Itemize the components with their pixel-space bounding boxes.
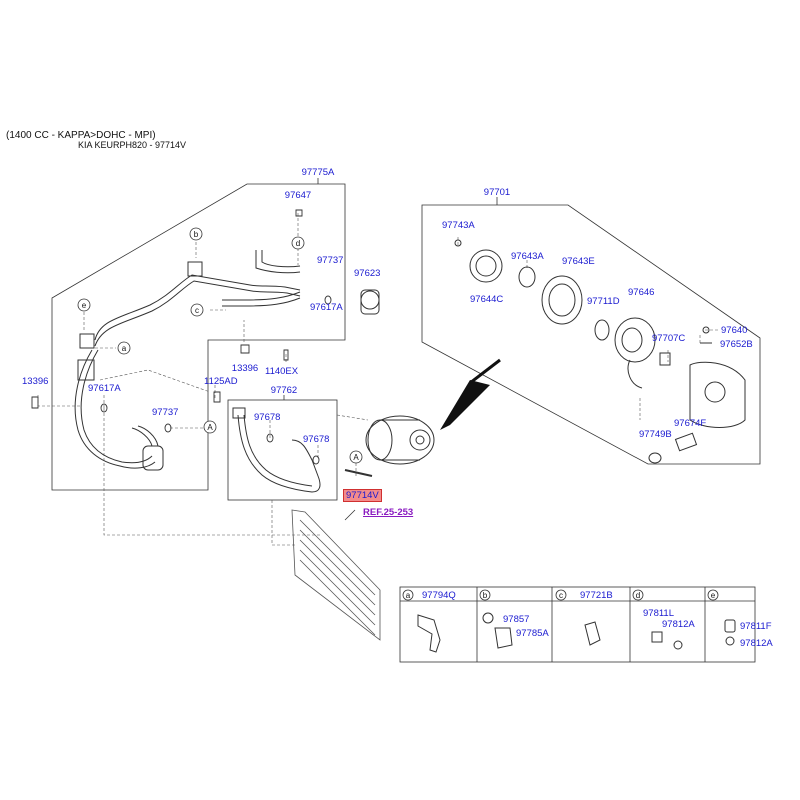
table-part-97811L[interactable]: 97811L — [643, 608, 674, 619]
callout-97647[interactable]: 97647 — [284, 190, 312, 201]
table-letter-d: d — [635, 591, 641, 600]
frame-97775A — [51, 183, 346, 491]
bubble-a-circle — [117, 341, 131, 355]
condenser — [291, 509, 381, 641]
hose-assembly-97775A — [74, 250, 380, 471]
callout-arrow — [440, 380, 490, 430]
callout-97678-b[interactable]: 97678 — [303, 434, 330, 445]
callout-97714V-highlighted[interactable]: 97714V — [343, 489, 382, 502]
table-part-97721B[interactable]: 97721B — [580, 590, 613, 601]
bubble-b[interactable]: b — [193, 230, 199, 239]
callout-1125AD[interactable]: 1125AD — [204, 376, 238, 387]
callout-97617A-top[interactable]: 97617A — [310, 302, 343, 313]
callout-97701[interactable]: 97701 — [483, 187, 511, 198]
fasteners — [31, 209, 373, 477]
table-letter-a: a — [405, 591, 411, 600]
bubble-a[interactable]: a — [121, 344, 127, 353]
detail-parts — [417, 612, 736, 653]
table-part-97857[interactable]: 97857 — [503, 614, 530, 625]
callout-1140EX[interactable]: 1140EX — [265, 366, 299, 377]
callout-97617A-left[interactable]: 97617A — [88, 383, 121, 394]
clutch-parts — [454, 239, 746, 464]
bubble-d[interactable]: d — [295, 239, 301, 248]
table-part-97812A-d[interactable]: 97812A — [662, 619, 695, 630]
callout-97707C[interactable]: 97707C — [652, 333, 686, 344]
callout-97646[interactable]: 97646 — [628, 287, 655, 298]
callout-97743A[interactable]: 97743A — [442, 220, 475, 231]
frame-97762 — [227, 399, 338, 501]
bubble-c[interactable]: c — [195, 306, 199, 315]
callout-97652B[interactable]: 97652B — [720, 339, 753, 350]
callout-97737-top[interactable]: 97737 — [317, 255, 344, 266]
bubble-A-right[interactable]: A — [353, 453, 359, 462]
callout-97644C[interactable]: 97644C — [470, 294, 504, 305]
bubble-e-circle — [77, 298, 91, 312]
callout-97749B[interactable]: 97749B — [639, 429, 672, 440]
callout-13396-left[interactable]: 13396 — [22, 376, 49, 387]
bubble-A-left[interactable]: A — [207, 423, 213, 432]
table-part-97794Q[interactable]: 97794Q — [422, 590, 456, 601]
callout-97775A[interactable]: 97775A — [301, 167, 335, 178]
table-bubble-d — [632, 589, 644, 601]
callout-97640[interactable]: 97640 — [721, 325, 748, 336]
table-bubble-c — [555, 589, 567, 601]
bubble-e[interactable]: e — [81, 301, 87, 310]
callout-97762[interactable]: 97762 — [270, 385, 298, 396]
frame-97701 — [421, 204, 761, 465]
table-part-97812A-e[interactable]: 97812A — [740, 638, 773, 649]
callout-13396-mid[interactable]: 13396 — [231, 363, 259, 374]
detail-table-frame — [399, 586, 756, 663]
ref-link-25-253[interactable]: REF.25-253 — [363, 507, 414, 518]
table-bubble-a — [402, 589, 414, 601]
table-part-97785A[interactable]: 97785A — [516, 628, 549, 639]
table-part-97811F[interactable]: 97811F — [740, 621, 772, 632]
bubble-A-circle-right — [349, 450, 363, 464]
hose-97762 — [232, 407, 321, 493]
compressor-97714V — [365, 415, 435, 465]
callout-97737-left[interactable]: 97737 — [152, 407, 179, 418]
callout-97643A[interactable]: 97643A — [511, 251, 544, 262]
header-model: KIA KEURPH820 - 97714V — [78, 140, 187, 150]
table-bubble-b — [479, 589, 491, 601]
callout-97674F[interactable]: 97674F — [674, 418, 707, 429]
callout-97643E[interactable]: 97643E — [562, 256, 595, 267]
bubble-b-circle — [189, 227, 203, 241]
header-engine: (1400 CC - KAPPA>DOHC - MPI) — [6, 130, 156, 141]
table-letter-b: b — [482, 591, 488, 600]
table-bubble-e — [707, 589, 719, 601]
callout-97711D[interactable]: 97711D — [587, 296, 620, 307]
bubble-d-circle — [291, 236, 305, 250]
bubble-A-circle-left — [203, 420, 217, 434]
callout-97623[interactable]: 97623 — [354, 268, 381, 279]
bubble-c-circle — [190, 303, 204, 317]
callout-97678-a[interactable]: 97678 — [254, 412, 281, 423]
table-letter-c: c — [559, 591, 563, 600]
table-letter-e: e — [710, 591, 716, 600]
